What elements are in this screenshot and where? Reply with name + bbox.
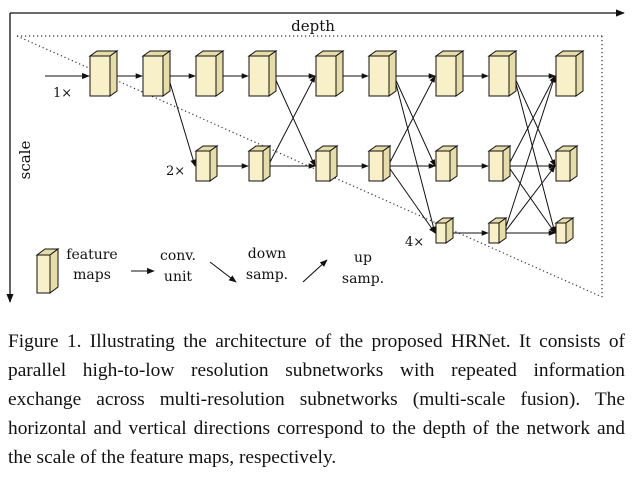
connection-c8r3-c9r1: [503, 75, 556, 234]
legend-up-samp-line1: up: [354, 250, 372, 266]
legend: feature maps conv. unit down samp. up sa…: [35, 246, 384, 294]
connection-c4r2-c5r1: [267, 75, 316, 167]
connection-c6r2-c7r3: [387, 165, 436, 234]
feature-map-block-c7-r3: [434, 217, 455, 244]
feature-map-block-c7-r2: [434, 145, 459, 182]
connection-c6r1-c7r3: [393, 75, 437, 234]
feature-map-block-c5-r2: [314, 145, 339, 182]
legend-up-samp-line2: samp.: [342, 271, 384, 287]
connection-c4r1-c5r2: [273, 75, 316, 167]
feature-map-block-c9-r1: [554, 50, 585, 97]
depth-axis-label: depth: [291, 17, 335, 35]
feature-map-block-c6-r2: [367, 145, 392, 182]
legend-up-arrow: [302, 259, 328, 283]
connection-c8r3-c9r2: [503, 165, 556, 234]
feature-map-block-c4-r2: [247, 145, 272, 182]
feature-map-block-c9-r2: [554, 145, 579, 182]
feature-map-block-c6-r1: [367, 50, 398, 97]
feature-map-block-c7-r1: [434, 50, 465, 97]
branch-label-1x: 1×: [53, 86, 72, 101]
connection-c6r1-c7r2: [393, 75, 436, 167]
feature-map-block-c5-r1: [314, 50, 345, 97]
feature-map-block-c2-r1: [141, 50, 172, 97]
feature-map-block-c1-r1: [88, 50, 119, 97]
feature-map-block-c8-r2: [487, 145, 512, 182]
feature-map-block-c3-r2: [194, 145, 219, 182]
feature-map-block-c8-r3: [487, 217, 508, 244]
connection-c8r2-c9r1: [507, 75, 556, 167]
legend-conv-unit-line1: conv.: [160, 248, 196, 264]
feature-map-block-c8-r1: [487, 50, 518, 97]
connection-c8r1-c9r3: [513, 75, 557, 234]
feature-map-blocks: [88, 50, 585, 244]
legend-conv-unit-line2: unit: [164, 269, 193, 285]
legend-feature-maps-line2: maps: [73, 267, 111, 283]
connection-c6r2-c7r1: [387, 75, 436, 167]
scale-axis-label: scale: [16, 141, 34, 180]
legend-down-arrow: [209, 261, 237, 283]
connection-c8r2-c9r3: [507, 165, 556, 234]
legend-feature-map-block: [35, 248, 60, 294]
feature-map-block-c3-r1: [194, 50, 225, 97]
feature-map-block-c4-r1: [247, 50, 278, 97]
branch-label-2x: 2×: [166, 164, 185, 179]
hrnet-architecture-diagram: depth scale 1× 2× 4× feature maps conv. …: [6, 9, 625, 303]
figure-caption: Figure 1. Illustrating the architecture …: [8, 331, 625, 468]
connection-c2r1-c3r2: [167, 75, 196, 167]
feature-map-block-c9-r3: [554, 217, 575, 244]
legend-down-samp-line2: samp.: [246, 267, 288, 283]
legend-feature-maps-line1: feature: [66, 247, 117, 263]
legend-down-samp-line1: down: [248, 246, 286, 262]
branch-label-4x: 4×: [405, 235, 424, 250]
connection-c8r1-c9r2: [513, 75, 556, 167]
connections: [115, 73, 557, 236]
